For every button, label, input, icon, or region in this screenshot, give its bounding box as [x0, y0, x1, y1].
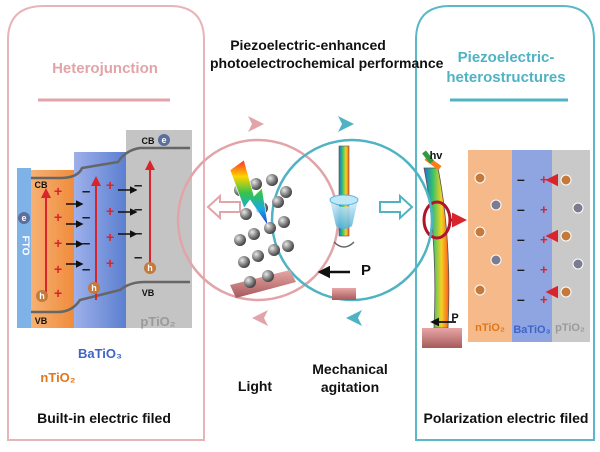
svg-text:–: –: [517, 201, 525, 217]
svg-text:–: –: [82, 235, 90, 252]
right-title-line2: heterostructures: [446, 69, 566, 86]
svg-text:–: –: [517, 291, 525, 307]
svg-text:+: +: [106, 203, 114, 219]
svg-text:+: +: [540, 172, 548, 187]
svg-text:–: –: [517, 261, 525, 277]
left-panel-caption: Built-in electric filed: [37, 410, 171, 426]
nanorod-array: [230, 174, 296, 298]
hv-label: hv: [429, 150, 443, 162]
cb-edge-line: [31, 146, 190, 180]
svg-text:+: +: [54, 285, 62, 301]
hole-left-center: h: [88, 282, 100, 294]
svg-text:+: +: [54, 261, 62, 277]
cb-label-left: CB: [34, 180, 48, 190]
left-panel-title: Heterojunction: [52, 60, 158, 77]
agitated-rod: [329, 145, 359, 300]
carrier-dots-right: [474, 172, 584, 298]
svg-text:–: –: [134, 177, 142, 194]
vb-label-right: VB: [141, 288, 155, 298]
center-title-line2: photoelectrochemical performance: [210, 55, 444, 71]
mech-cycle-arrow-top: [338, 116, 354, 132]
light-bolt-icon: [229, 159, 269, 227]
left-panel-frame: [7, 5, 205, 441]
svg-text:+: +: [540, 262, 548, 277]
right-panel-caption: Polarization electric filed: [423, 410, 589, 426]
svg-text:+: +: [540, 232, 548, 247]
center-title-line1: Piezoelectric-enhanced: [230, 37, 386, 53]
ntio2-label-right: nTiO₂: [475, 322, 505, 334]
svg-text:+: +: [54, 183, 62, 199]
batio3-label-left: BaTiO₃: [77, 346, 123, 361]
mech-cycle-arrow-bottom: [346, 310, 362, 326]
hole-left: h: [36, 290, 48, 302]
right-title-line1: Piezoelectric-: [457, 49, 555, 66]
svg-text:–: –: [134, 225, 142, 242]
transfer-arrows: [66, 186, 138, 268]
light-cycle-ring: [176, 138, 340, 302]
svg-text:–: –: [517, 171, 525, 187]
svg-text:–: –: [82, 209, 90, 226]
ntio2-block: [468, 150, 512, 342]
fto-label: FTO: [19, 235, 31, 256]
svg-text:+: +: [106, 229, 114, 245]
ptio2-layer: [126, 130, 192, 328]
svg-text:–: –: [134, 249, 142, 266]
center-p-label: P: [360, 262, 371, 279]
center-title: Piezoelectric-enhanced photoelectrochemi…: [210, 36, 444, 72]
batio3-label-right: BaTiO₃: [513, 324, 551, 336]
mechanical-label-line2: agitation: [320, 379, 380, 395]
svg-text:–: –: [82, 183, 90, 200]
electron-left-top: e: [158, 134, 170, 146]
ptio2-label-left: pTiO₂: [140, 314, 176, 329]
fto-layer: [17, 168, 31, 328]
arrow-to-right-panel: [379, 193, 414, 221]
mechanical-label-line1: Mechanical: [312, 361, 388, 377]
ntio2-layer: [31, 170, 74, 328]
svg-text:+: +: [540, 202, 548, 217]
cb-label-right: CB: [141, 136, 155, 146]
svg-text:+: +: [540, 292, 548, 307]
svg-text:+: +: [54, 235, 62, 251]
vb-edge-line: [31, 280, 190, 314]
svg-text:+: +: [106, 255, 114, 271]
ptio2-label-right: pTiO₂: [555, 322, 585, 334]
svg-text:–: –: [82, 261, 90, 278]
charge-plus-right: + + + + +: [540, 172, 548, 307]
right-p-label: P: [451, 312, 459, 324]
right-panel-frame: [415, 5, 595, 441]
electron-left-fto: e: [18, 212, 30, 224]
charge-minus-right: – – – – –: [517, 171, 525, 307]
bent-nanorod: [422, 150, 462, 348]
charge-minus-left: – – – – – – – –: [82, 177, 142, 278]
arrow-to-left-panel: [206, 193, 241, 221]
light-cycle-arrow-bottom: [252, 310, 268, 326]
mechanical-label: Mechanical agitation: [300, 360, 400, 396]
svg-text:+: +: [106, 177, 114, 193]
charge-plus-left: + + + + + + + + +: [54, 177, 114, 301]
hole-left-right: h: [144, 262, 156, 274]
carrier-arrows-right: [545, 173, 558, 299]
light-cycle-arrow-top: [248, 116, 264, 132]
svg-text:–: –: [134, 201, 142, 218]
svg-text:–: –: [517, 231, 525, 247]
light-label: Light: [237, 378, 273, 394]
svg-text:+: +: [54, 209, 62, 225]
ntio2-label-left: nTiO₂: [40, 370, 76, 385]
batio3-block: [512, 150, 552, 342]
vb-label-left: VB: [34, 316, 48, 326]
right-panel-title: Piezoelectric- heterostructures: [426, 48, 586, 88]
